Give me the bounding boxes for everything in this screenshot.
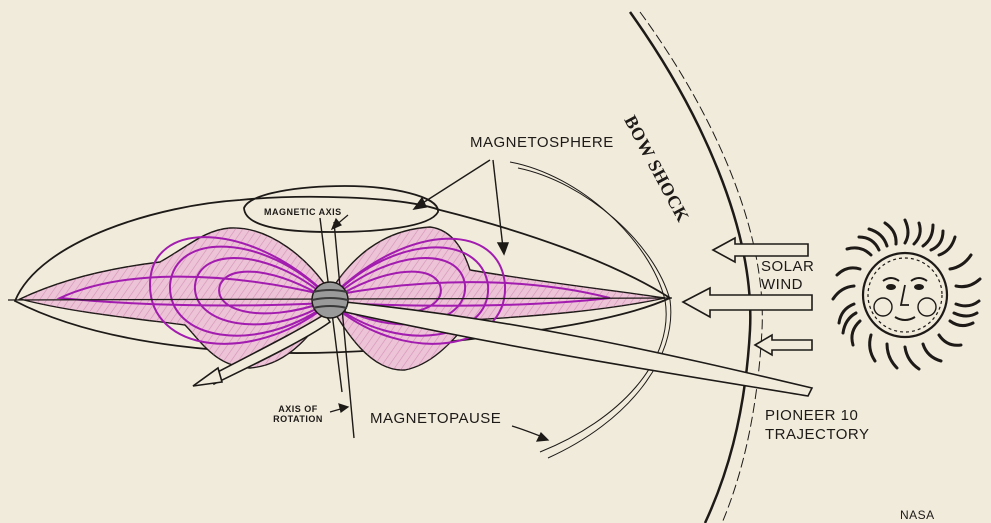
axis-of-rotation-line1: AXIS OF [268,404,328,414]
trajectory-line2: TRAJECTORY [765,425,869,444]
magnetic-axis-pointer [332,215,348,229]
solar-wind-line1: SOLAR [761,258,814,276]
magnetic-axis-label: MAGNETIC AXIS [264,207,342,217]
magnetosphere-label: MAGNETOSPHERE [470,134,614,151]
pioneer-10-trajectory-label: PIONEER 10 TRAJECTORY [765,406,869,444]
solar-wind-label: SOLAR WIND [761,258,814,294]
solar-wind-line2: WIND [761,276,814,294]
rotation-axis-pointer [330,404,348,412]
trajectory-line1: PIONEER 10 [765,406,869,425]
bow-shock-curve [630,12,762,523]
solar-wind-arrows [683,238,812,355]
axis-of-rotation-label: AXIS OF ROTATION [268,404,328,424]
magnetopause-label: MAGNETOPAUSE [370,410,501,427]
axis-of-rotation-line2: ROTATION [268,414,328,424]
nasa-credit: NASA [900,508,935,522]
magnetopause-pointer [512,426,548,441]
jupiter-icon [312,282,348,318]
arrow-left-icon [755,335,812,355]
sun-face-icon [833,220,980,369]
